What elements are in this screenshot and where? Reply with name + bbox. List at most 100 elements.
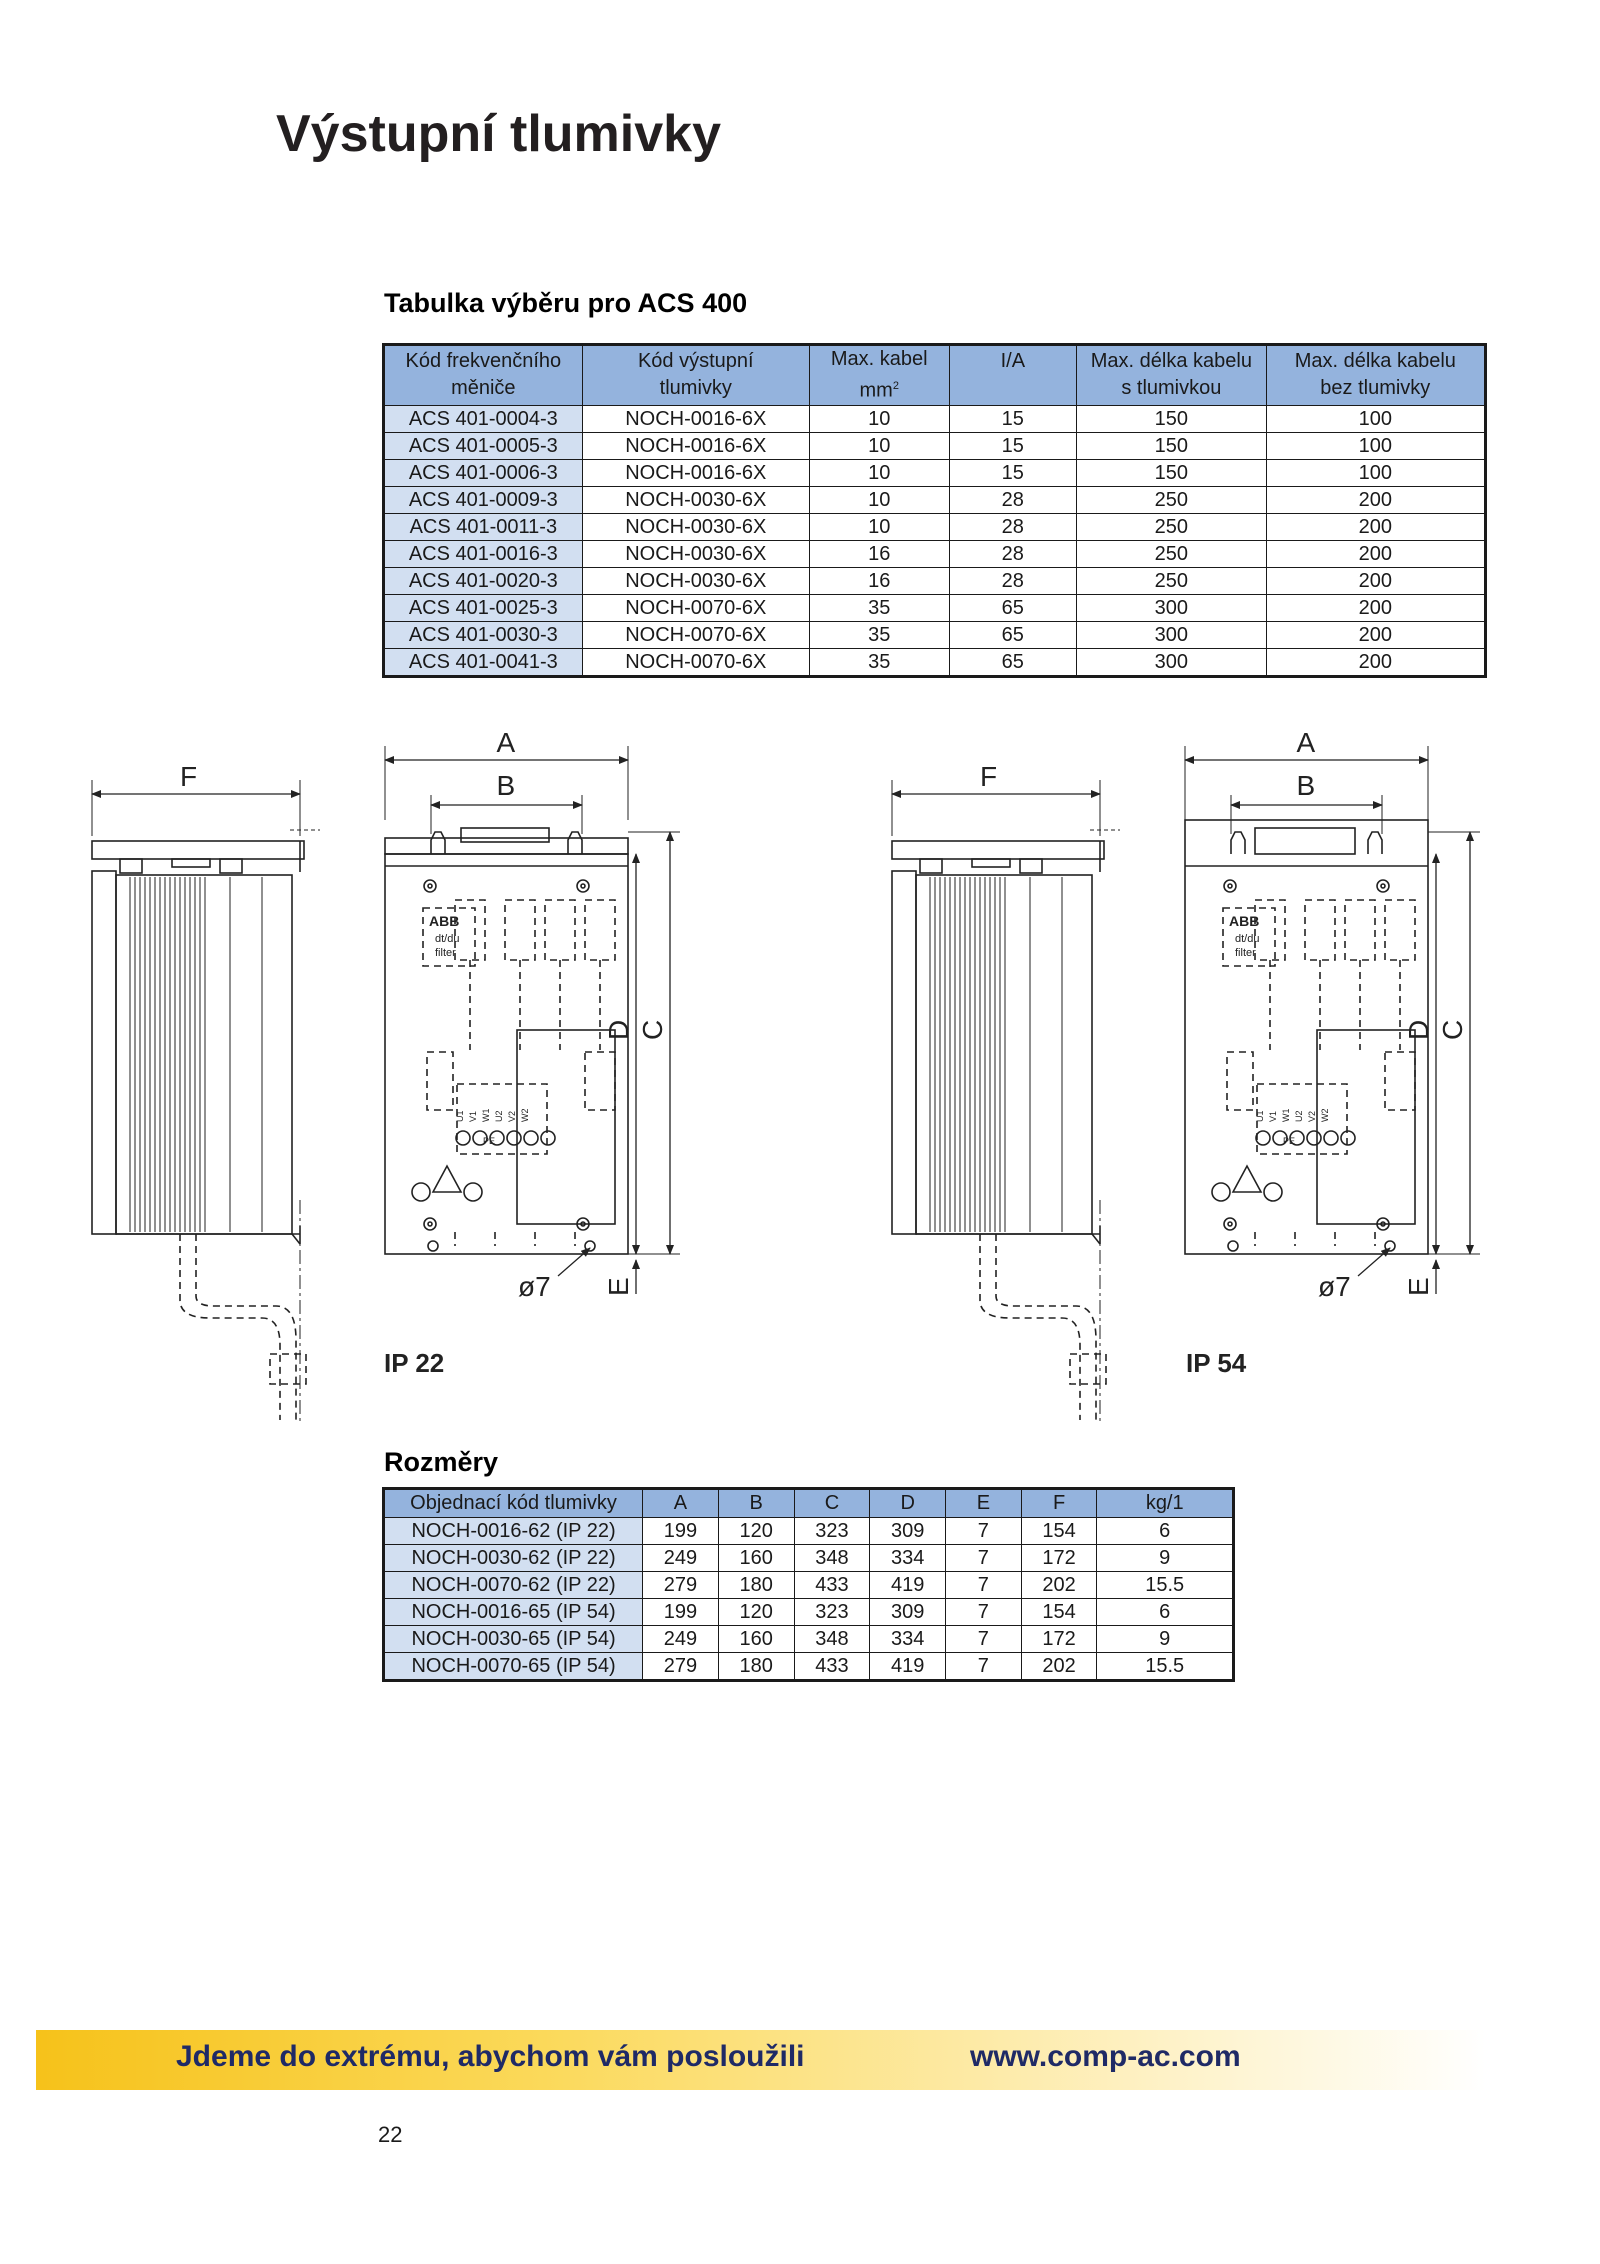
badge-text: dt/du [1235,933,1259,945]
terminal-screw-icon [1323,1130,1339,1146]
header-text: Max. kabel [830,348,928,370]
screw-icon [1223,1217,1237,1231]
coil-top-dashed [584,899,616,961]
screw-icon [427,883,433,889]
terminal-label: W1 [1281,1109,1291,1123]
table-cell: 65 [948,647,1078,677]
terminal-screw-icon [489,1130,505,1146]
table-cell: NOCH-0070-62 (IP 22) [382,1571,644,1599]
terminal-block-dashed [1256,1083,1348,1155]
table-cell: 7 [945,1625,1022,1653]
mounting-hole-icon [1227,1240,1239,1252]
header-superscript: 2 [892,380,899,392]
table-cell: NOCH-0030-6X [581,566,810,595]
side-view-core [915,874,1093,1235]
warning-icon [431,1164,463,1193]
table-cell: 433 [793,1571,871,1599]
table-header-cell: E [945,1488,1022,1518]
table-cell: 15 [948,458,1078,487]
header-max-length-without: Max. délka kabelu bez tlumivky [1265,344,1487,406]
table-cell: 334 [869,1625,947,1653]
front-view-top-flange [384,837,629,855]
abb-logo: ABB [429,913,459,929]
table-cell: 200 [1265,566,1487,595]
side-view-mount-tab [119,858,143,874]
gland-icon [463,1182,483,1202]
header-text: Max. délka kabelu [1294,350,1456,373]
terminal-cover [516,1029,616,1225]
abb-badge [1222,907,1276,967]
table-cell: ACS 401-0011-3 [383,512,583,541]
terminal-label: V1 [1268,1111,1278,1122]
screw-icon [427,1221,433,1227]
coil-bottom-dashed [584,1051,616,1111]
dimension-label-a: A [1297,727,1316,758]
terminal-screw-icon [1255,1130,1271,1146]
terminal-screw-icon [523,1130,539,1146]
table-header-cell: D [869,1488,947,1518]
mounting-lug-icon [430,831,446,854]
table-cell: 120 [717,1517,795,1545]
table-cell: NOCH-0016-62 (IP 22) [382,1517,644,1545]
coil-top-dashed [1304,899,1336,961]
side-view-top-flange [91,840,305,860]
table-cell: 65 [948,593,1078,622]
screw-icon [1376,879,1390,893]
selection-table-header-row: Kód frekvenčního měniče Kód výstupní tlu… [383,344,1487,406]
side-view-cable [979,1234,1081,1420]
table-cell: ACS 401-0020-3 [383,566,583,595]
table-cell: 309 [869,1598,947,1626]
table-cell: NOCH-0070-65 (IP 54) [382,1652,644,1681]
table-cell: 100 [1265,431,1487,460]
front-view-housing [384,853,629,1255]
terminal-screw-icon [1340,1130,1356,1146]
side-view-cable [195,1234,297,1420]
table-cell: 419 [869,1652,947,1681]
badge-text: dt/du [435,933,459,945]
mounting-hole-icon [427,1240,439,1252]
page-title: Výstupní tlumivky [276,105,721,163]
dimension-label-a: A [497,727,516,758]
table-cell: 250 [1076,539,1267,568]
table-cell: 7 [945,1652,1022,1681]
table-cell: 15.5 [1096,1571,1234,1599]
table-cell: 200 [1265,485,1487,514]
terminal-label: V2 [507,1111,517,1122]
table-header-cell: F [1020,1488,1098,1518]
table-cell: 9 [1096,1625,1234,1653]
table-header-cell: A [642,1488,719,1518]
table-cell: 6 [1096,1598,1234,1626]
dimension-label-d: D [1403,1020,1434,1040]
mounting-hole-icon [1384,1240,1396,1252]
table-cell: 35 [808,620,950,649]
table-cell: 100 [1265,458,1487,487]
side-view-mount-tab [919,858,943,874]
table-cell: 249 [642,1544,719,1572]
table-cell: ACS 401-0005-3 [383,431,583,460]
hole-leader [1357,1247,1391,1277]
terminal-screw-icon [506,1130,522,1146]
side-view-mount-tab [219,858,243,874]
header-current: I/A [948,344,1078,406]
table-cell: 180 [717,1652,795,1681]
table-cell: 10 [808,485,950,514]
header-text: I/A [1000,350,1026,373]
table-cell: 120 [717,1598,795,1626]
header-max-cable: Max. kabel mm2 [808,344,950,406]
terminal-label: V2 [1307,1111,1317,1122]
terminal-cover [1316,1029,1416,1225]
screw-icon [1227,883,1233,889]
mounting-lug-icon [567,831,583,854]
table-cell: 28 [948,539,1078,568]
hole-diameter-label: ø7 [518,1271,551,1302]
table-cell: 172 [1020,1625,1098,1653]
table-cell: 35 [808,647,950,677]
table-cell: 100 [1265,404,1487,433]
terminal-screw-icon [1306,1130,1322,1146]
mounting-lug-icon [1367,831,1383,854]
